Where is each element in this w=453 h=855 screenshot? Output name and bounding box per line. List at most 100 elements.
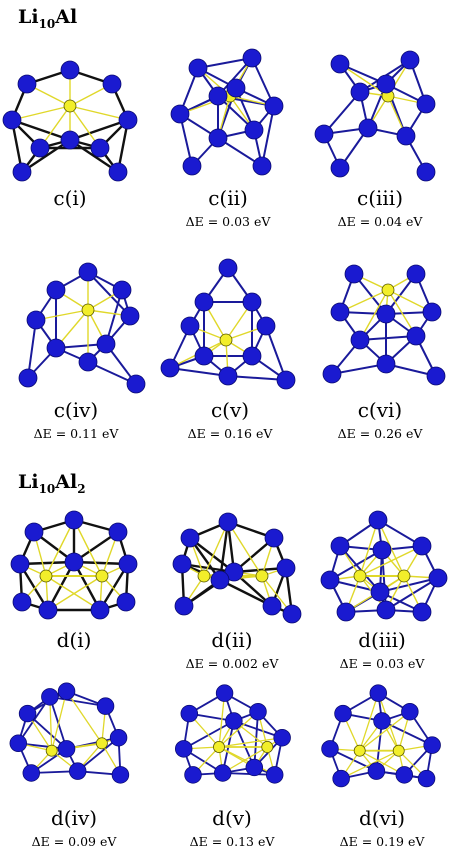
cluster-structure: [174, 684, 291, 784]
panel-label: c(iv): [53, 398, 99, 422]
al-li-bond: [359, 692, 379, 751]
aluminium-atom: [353, 569, 367, 583]
al-li-bond: [218, 737, 283, 748]
li-li-bond: [339, 545, 381, 593]
lithium-atom: [276, 558, 296, 578]
lithium-atom: [330, 54, 350, 74]
li-li-bond: [261, 105, 275, 167]
title-element: Li: [18, 471, 39, 493]
lithium-atom: [252, 156, 272, 176]
lithium-atom: [9, 734, 28, 753]
al-li-bond: [69, 105, 129, 121]
al-li-bond: [203, 521, 229, 577]
lithium-atom: [215, 684, 234, 702]
panel-label: d(vi): [358, 806, 406, 830]
lithium-atom: [182, 156, 202, 176]
cluster-panel-d-v: d(v) ΔE = 0.13 eV: [162, 682, 302, 849]
title-suffix-subscript: 2: [77, 481, 86, 496]
lithium-atom: [321, 740, 339, 758]
cluster-panel-d-iii: d(iii) ΔE = 0.03 eV: [312, 506, 452, 671]
panel-label: d(ii): [211, 628, 253, 652]
cluster-structure: [9, 682, 130, 784]
lithium-atom: [112, 280, 132, 300]
energy-difference: ΔE = 0.26 eV: [337, 426, 423, 441]
title-suffix: Al: [55, 6, 78, 28]
lithium-atom: [218, 512, 238, 532]
lithium-atom: [102, 74, 122, 94]
lithium-atom: [184, 766, 202, 784]
li-li-bond: [381, 549, 387, 611]
lithium-atom: [180, 704, 199, 723]
li-li-bond: [27, 319, 37, 379]
lithium-atom: [350, 82, 370, 102]
panel-label: d(iv): [50, 806, 98, 830]
lithium-atom: [2, 110, 22, 130]
lithium-atom: [90, 600, 110, 620]
li-li-bond: [68, 118, 130, 142]
energy-difference: ΔE = 0.04 eV: [337, 214, 423, 229]
al-li-bond: [340, 750, 399, 780]
lithium-atom: [210, 570, 230, 590]
panel-label: c(v): [210, 398, 250, 422]
lithium-atom: [344, 264, 364, 284]
li-li-bond: [20, 138, 72, 174]
cluster-panel-c-v: c(v) ΔE = 0.16 eV: [160, 256, 300, 441]
lithium-atom: [412, 602, 432, 622]
aluminium-atom: [255, 569, 269, 583]
energy-difference: ΔE = 0.16 eV: [187, 426, 273, 441]
energy-difference: ΔE = 0.03 eV: [339, 656, 425, 671]
al-li-bond: [359, 711, 411, 752]
li-li-bond: [218, 578, 274, 608]
section-title-li10al2: Li10Al2: [18, 471, 86, 496]
aluminium-atom: [81, 303, 95, 317]
lithium-atom: [12, 162, 32, 182]
lithium-atom: [264, 96, 284, 116]
lithium-atom: [208, 86, 228, 106]
aluminium-atom: [95, 737, 108, 750]
lithium-atom: [395, 766, 414, 784]
panel-label: d(iii): [358, 628, 406, 652]
lithium-atom: [249, 702, 267, 721]
lithium-atom: [118, 110, 138, 130]
lithium-atom: [18, 368, 38, 388]
lithium-atom: [320, 570, 340, 590]
lithium-atom: [242, 346, 262, 366]
lithium-atom: [376, 74, 396, 94]
lithium-atom: [225, 712, 243, 730]
lithium-atom: [120, 306, 140, 326]
al-li-bond: [11, 105, 71, 121]
lithium-atom: [322, 364, 342, 384]
lithium-atom: [17, 74, 37, 94]
lithium-atom: [426, 366, 446, 386]
aluminium-atom: [213, 741, 225, 753]
lithium-atom: [194, 292, 214, 312]
lithium-atom: [265, 766, 284, 784]
lithium-atom: [68, 762, 87, 780]
lithium-atom: [336, 602, 356, 622]
lithium-atom: [126, 374, 146, 394]
cluster-panel-c-iii: c(iii) ΔE = 0.04 eV: [310, 44, 450, 229]
cluster-panel-c-vi: c(vi) ΔE = 0.26 eV: [310, 256, 450, 441]
cluster-panel-d-vi: d(vi) ΔE = 0.19 eV: [312, 682, 452, 849]
lithium-atom: [245, 758, 264, 777]
lithium-atom: [262, 596, 282, 616]
lithium-atom: [108, 162, 128, 182]
lithium-atom: [96, 697, 115, 715]
aluminium-atom: [95, 569, 109, 583]
section-title-li10al: Li10Al: [18, 6, 77, 31]
lithium-atom: [264, 528, 284, 548]
lithium-atom: [330, 536, 350, 556]
lithium-atom: [188, 58, 208, 78]
lithium-atom: [78, 262, 98, 282]
lithium-atom: [406, 264, 426, 284]
li-li-bond: [381, 720, 434, 747]
lithium-atom: [396, 126, 416, 146]
lithium-atom: [22, 764, 41, 782]
lithium-atom: [370, 582, 390, 602]
lithium-atom: [109, 728, 128, 747]
aluminium-atom: [219, 333, 233, 347]
lithium-atom: [401, 702, 419, 721]
cluster-panel-c-iv: c(iv) ΔE = 0.11 eV: [6, 256, 146, 441]
al-li-bond: [218, 693, 226, 748]
lithium-atom: [332, 769, 350, 788]
